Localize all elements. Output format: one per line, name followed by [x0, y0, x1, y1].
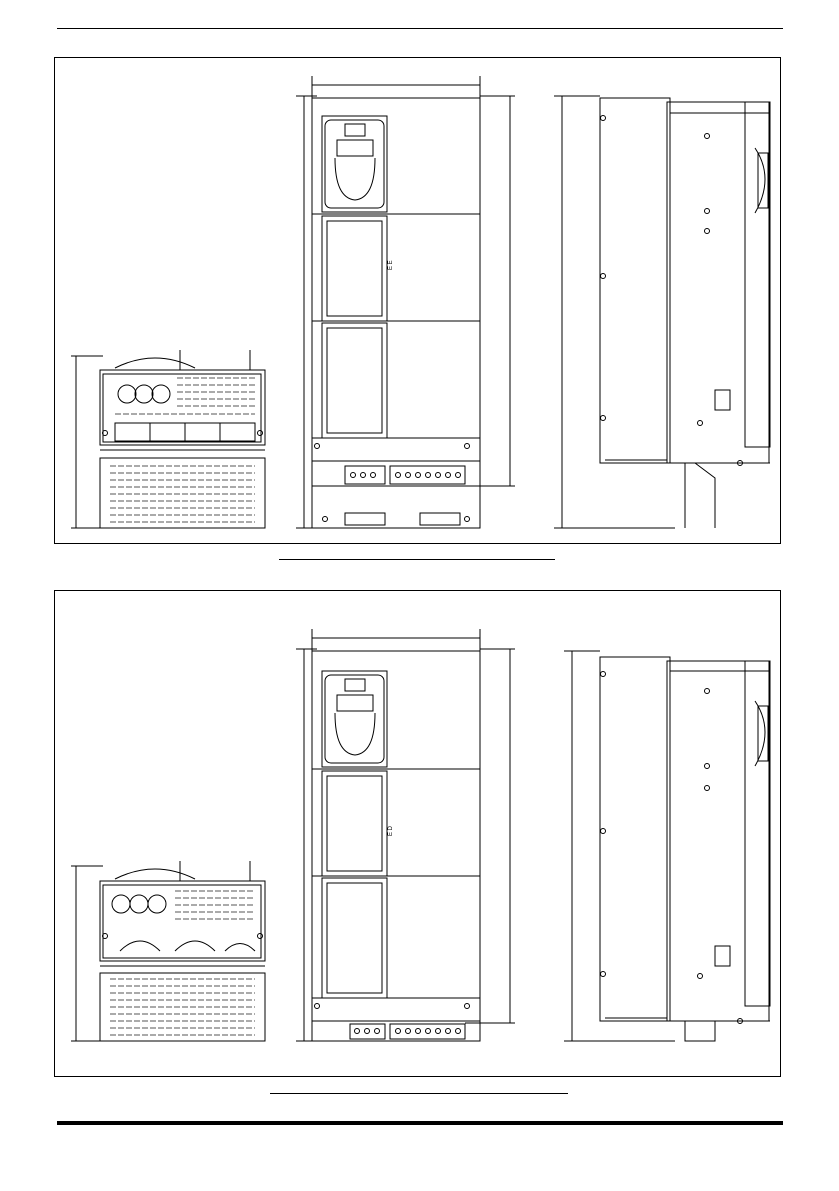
figure-1-caption-rule: [279, 559, 555, 560]
figure-2-side-view: [55, 591, 782, 1078]
figure-1-frame: E E: [54, 57, 781, 544]
figure-2-caption-rule: [270, 1093, 568, 1094]
footer-rule: [57, 1121, 783, 1125]
figure-2-frame: E D: [54, 590, 781, 1077]
header-rule: [57, 28, 783, 29]
figure-1-side-view: [55, 58, 782, 545]
